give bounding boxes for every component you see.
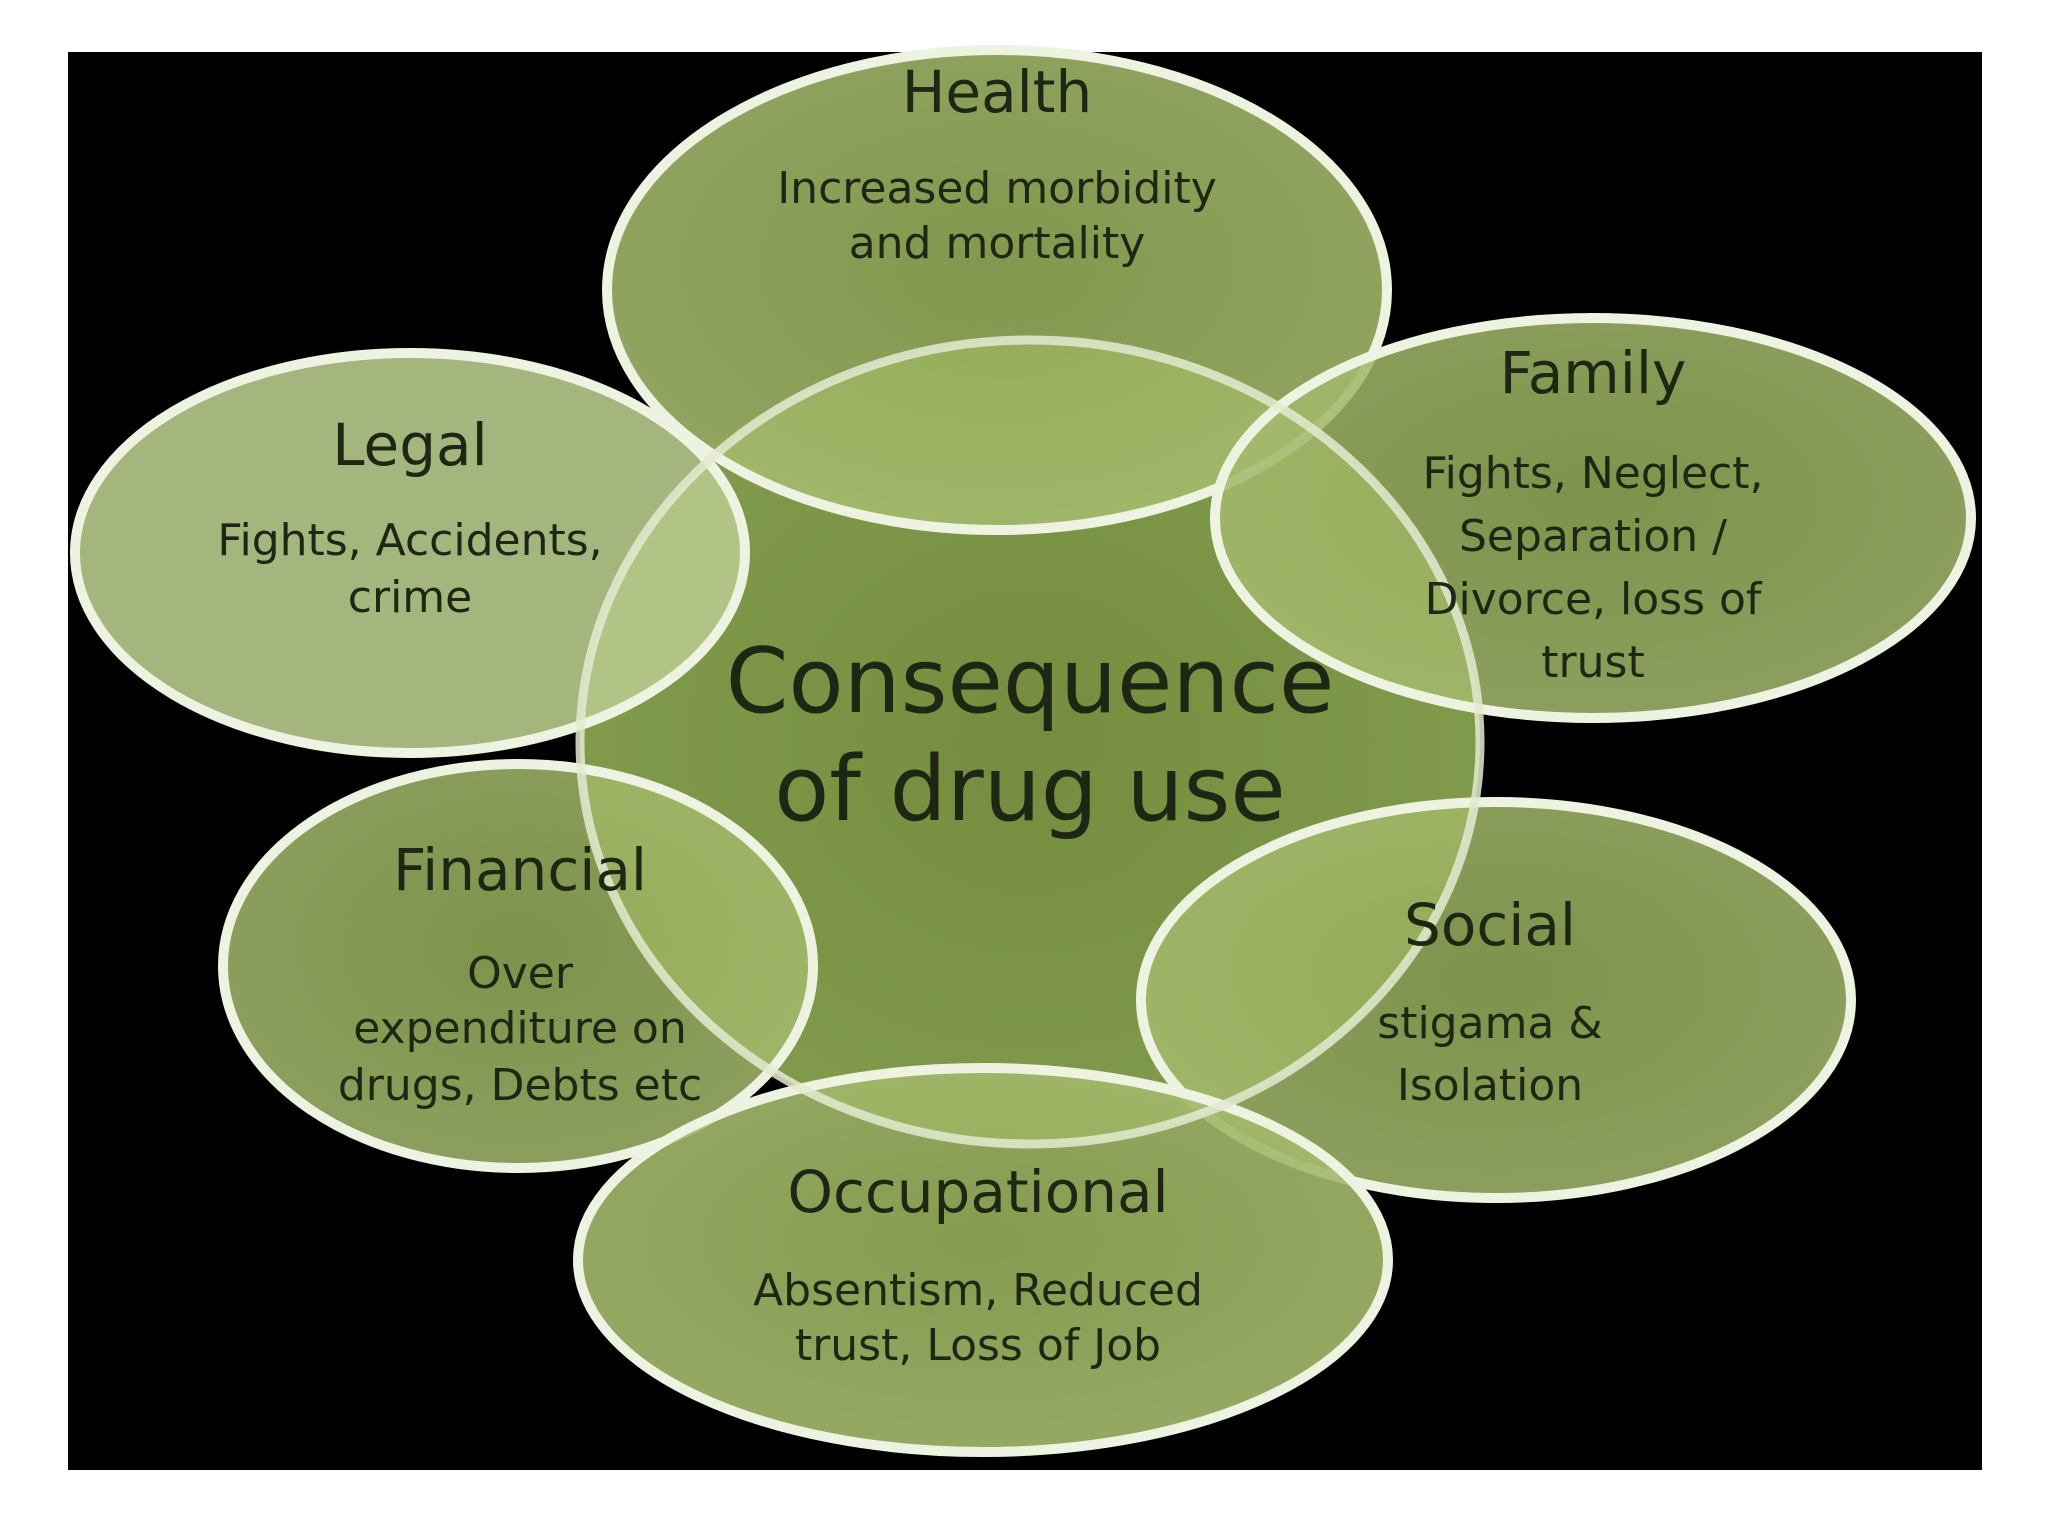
center-title-line-1: Consequence — [726, 629, 1335, 734]
social-ellipse — [1136, 797, 1856, 1203]
legal-node: Legal Fights, Accidents, crime — [217, 411, 602, 623]
family-text-line-4: trust — [1541, 637, 1644, 688]
financial-title: Financial — [393, 836, 647, 904]
social-node: Social stigama & Isolation — [1377, 891, 1602, 1111]
family-text-line-1: Fights, Neglect, — [1423, 448, 1764, 499]
health-text-line-2: and mortality — [849, 218, 1146, 269]
legal-text-line-1: Fights, Accidents, — [217, 515, 602, 566]
health-title: Health — [902, 58, 1092, 126]
social-text-line-1: stigama & — [1377, 998, 1602, 1049]
health-text-line-1: Increased morbidity — [777, 163, 1217, 214]
family-text-line-3: Divorce, loss of — [1425, 574, 1763, 625]
social-text-line-2: Isolation — [1397, 1060, 1583, 1111]
health-ellipse — [602, 45, 1392, 535]
legal-text-line-2: crime — [348, 572, 472, 623]
family-ellipse — [1210, 313, 1976, 723]
occupational-ellipse — [573, 1063, 1393, 1457]
occupational-text-line-2: trust, Loss of Job — [795, 1320, 1161, 1371]
financial-ellipse — [218, 759, 818, 1173]
center-circle-outline — [575, 335, 1485, 1149]
financial-text-line-1: Over — [467, 948, 574, 999]
financial-text-line-3: drugs, Debts etc — [338, 1060, 702, 1111]
center-label: Consequence of drug use — [726, 629, 1335, 842]
occupational-node: Occupational Absentism, Reduced trust, L… — [753, 1158, 1203, 1371]
occupational-title: Occupational — [787, 1158, 1168, 1226]
occupational-text-line-1: Absentism, Reduced — [753, 1265, 1203, 1316]
family-node: Family Fights, Neglect, Separation / Div… — [1423, 339, 1764, 688]
financial-node: Financial Over expenditure on drugs, Deb… — [338, 836, 702, 1111]
legal-ellipse — [70, 348, 750, 758]
center-title-line-2: of drug use — [774, 737, 1286, 842]
legal-title: Legal — [332, 411, 487, 479]
social-title: Social — [1404, 891, 1576, 959]
family-title: Family — [1500, 339, 1687, 407]
family-text-line-2: Separation / — [1459, 511, 1727, 562]
financial-text-line-2: expenditure on — [353, 1003, 687, 1054]
health-node: Health Increased morbidity and mortality — [777, 58, 1217, 269]
